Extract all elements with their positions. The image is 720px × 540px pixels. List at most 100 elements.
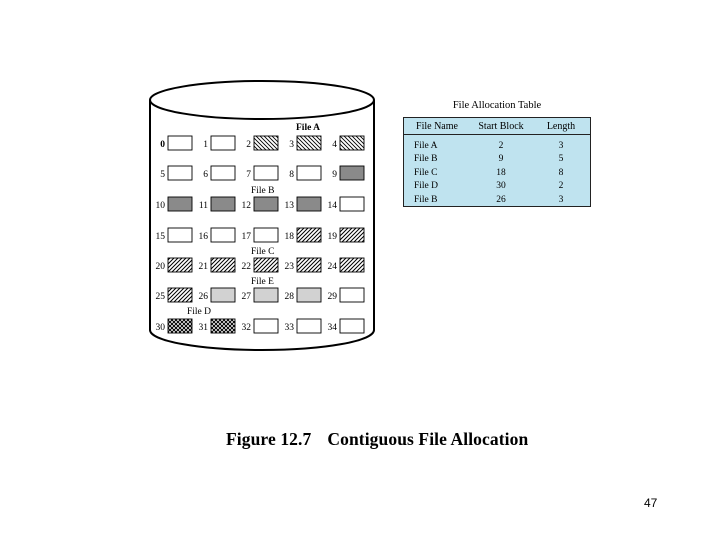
figure-number: Figure 12.7 — [226, 429, 311, 449]
disk-block-number: 28 — [285, 292, 295, 302]
disk-block-number: 7 — [246, 170, 251, 180]
disk-block-cell — [254, 136, 278, 150]
fat-cell-start-block: 9 — [470, 154, 532, 164]
fat-cell-length: 8 — [532, 168, 590, 178]
disk-block-cell — [168, 258, 192, 272]
table-row: File D 30 2 — [404, 180, 590, 194]
disk-block-number: 15 — [156, 232, 166, 242]
disk-block-number: 24 — [328, 262, 338, 272]
disk-block-number: 12 — [242, 201, 252, 211]
disk-block-cell — [297, 258, 321, 272]
fat-cell-start-block: 2 — [470, 141, 532, 151]
disk-block-number: 11 — [199, 201, 208, 211]
disk-block-cell — [340, 228, 364, 242]
disk-block-cell — [211, 166, 235, 180]
disk-block-cell — [211, 288, 235, 302]
disk-block-cell — [211, 228, 235, 242]
fat-header-file-name: File Name — [404, 121, 470, 132]
fat-header-start-block: Start Block — [470, 121, 532, 132]
disk-block-cell — [254, 258, 278, 272]
file-label-a: File A — [296, 123, 320, 133]
disk-block-number: 23 — [285, 262, 295, 272]
fat-cell-file-name: File D — [404, 181, 470, 191]
disk-block-cell — [168, 197, 192, 211]
disk-block-cell — [168, 288, 192, 302]
disk-block-number: 3 — [289, 140, 294, 150]
file-label-c: File C — [251, 247, 275, 257]
disk-block-cell — [297, 166, 321, 180]
table-row: File A 2 3 — [404, 139, 590, 153]
disk-block-cell — [297, 136, 321, 150]
disk-block-cell — [168, 136, 192, 150]
disk-block-cell — [254, 197, 278, 211]
disk-block-number: 20 — [156, 262, 166, 272]
disk-block-number: 10 — [156, 201, 166, 211]
disk-block-number: 26 — [199, 292, 209, 302]
disk-block-number: 21 — [199, 262, 209, 272]
disk-block-number: 32 — [242, 323, 252, 333]
disk-block-cell — [340, 288, 364, 302]
disk-block-number: 1 — [203, 140, 208, 150]
disk-block-cell — [211, 319, 235, 333]
file-label-d: File D — [187, 307, 211, 317]
disk-block-cell — [340, 136, 364, 150]
fat-cell-start-block: 18 — [470, 168, 532, 178]
disk-block-number: 18 — [285, 232, 295, 242]
fat-cell-start-block: 26 — [470, 195, 532, 205]
disk-block-cell — [211, 136, 235, 150]
fat-cell-length: 5 — [532, 154, 590, 164]
disk-block-cell — [340, 166, 364, 180]
disk-block-cell — [340, 319, 364, 333]
disk-block-number: 8 — [289, 170, 294, 180]
figure-title: Contiguous File Allocation — [327, 429, 528, 449]
fat-cell-length: 3 — [532, 141, 590, 151]
disk-block-number: 2 — [246, 140, 251, 150]
disk-block-cell — [297, 288, 321, 302]
file-label-e: File E — [251, 277, 274, 287]
disk-block-number: 25 — [156, 292, 166, 302]
disk-block-number: 14 — [328, 201, 338, 211]
disk-block-cell — [168, 166, 192, 180]
disk-block-cell — [254, 228, 278, 242]
disk-block-number: 0 — [160, 140, 165, 150]
disk-block-cell — [211, 197, 235, 211]
fat-cell-file-name: File B — [404, 195, 470, 205]
fat-cell-length: 2 — [532, 181, 590, 191]
disk-block-number: 19 — [328, 232, 338, 242]
disk-block-cell — [254, 319, 278, 333]
fat-header-row: File Name Start Block Length — [404, 118, 590, 135]
fat-title: File Allocation Table — [403, 100, 591, 111]
fat-cell-file-name: File B — [404, 154, 470, 164]
disk-block-cell — [254, 166, 278, 180]
fat-cell-start-block: 30 — [470, 181, 532, 191]
disk-block-number: 33 — [285, 323, 295, 333]
fat-header-length: Length — [532, 121, 590, 132]
disk-block-number: 13 — [285, 201, 295, 211]
table-row: File B 9 5 — [404, 153, 590, 167]
disk-block-number: 9 — [332, 170, 337, 180]
disk-block-number: 4 — [332, 140, 337, 150]
disk-block-cell — [211, 258, 235, 272]
disk-block-cell — [168, 319, 192, 333]
disk-block-number: 30 — [156, 323, 166, 333]
disk-block-number: 5 — [160, 170, 165, 180]
disk-block-cell — [168, 228, 192, 242]
disk-block-number: 29 — [328, 292, 338, 302]
fat-cell-length: 3 — [532, 195, 590, 205]
disk-block-number: 31 — [199, 323, 209, 333]
disk-block-number: 22 — [242, 262, 252, 272]
disk-block-cell — [297, 197, 321, 211]
file-label-b: File B — [251, 186, 275, 196]
disk-block-cell — [340, 258, 364, 272]
fat-cell-file-name: File A — [404, 141, 470, 151]
page-number: 47 — [644, 496, 657, 510]
disk-block-cell — [297, 319, 321, 333]
disk-block-number: 6 — [203, 170, 208, 180]
file-allocation-table: File Name Start Block Length File A 2 3 … — [403, 117, 591, 207]
disk-block-number: 27 — [242, 292, 252, 302]
fat-cell-file-name: File C — [404, 168, 470, 178]
disk-block-number: 34 — [328, 323, 338, 333]
table-row: File B 26 3 — [404, 193, 590, 207]
disk-block-number: 16 — [199, 232, 209, 242]
